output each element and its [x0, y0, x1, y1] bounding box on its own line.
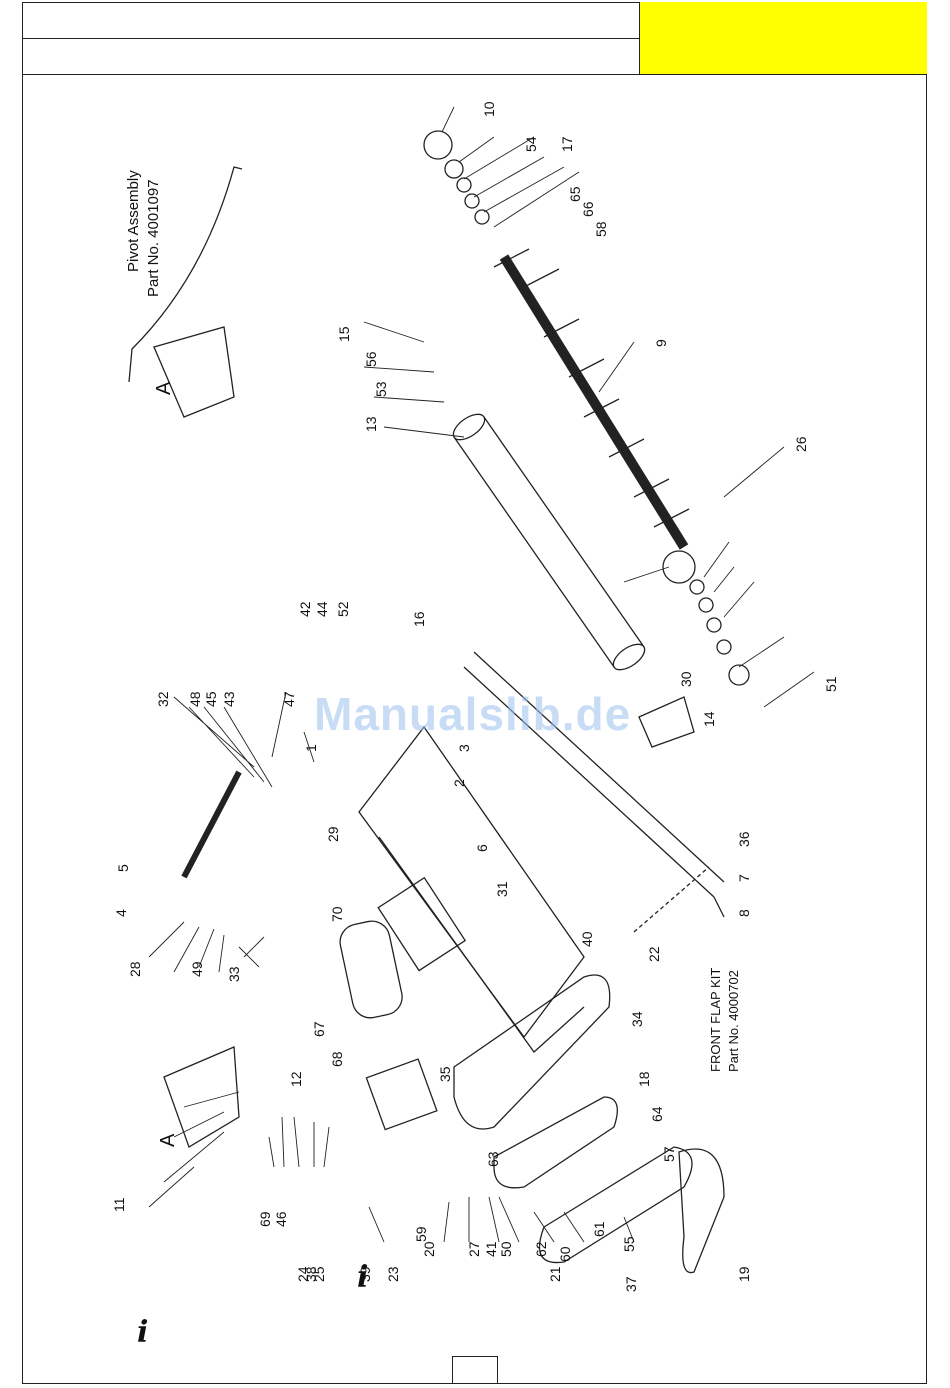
pivot-assembly-part-no: Part No. 4001097 — [145, 179, 162, 297]
callout-59: 59 — [413, 1226, 429, 1242]
callout-20: 20 — [421, 1241, 437, 1257]
callout-42: 42 — [297, 601, 313, 617]
front-flap-kit-part-no: Part No. 4000702 — [726, 970, 741, 1072]
callout-31: 31 — [494, 881, 510, 897]
pivot-assembly-label: Pivot Assembly — [125, 170, 142, 272]
callout-53: 53 — [373, 381, 389, 397]
callout-49: 49 — [189, 961, 205, 977]
callout-36: 36 — [736, 831, 752, 847]
callout-12: 12 — [288, 1071, 304, 1087]
callout-47: 47 — [281, 691, 297, 707]
bearing-plate — [639, 697, 694, 747]
drive-belt — [494, 1097, 617, 1188]
callout-38: 38 — [303, 1266, 319, 1282]
callout-6: 6 — [474, 844, 490, 852]
callout-32: 32 — [155, 691, 171, 707]
info-icon: i — [137, 1315, 148, 1350]
callout-62: 62 — [533, 1241, 549, 1257]
callout-70: 70 — [329, 906, 345, 922]
callout-69: 69 — [257, 1211, 273, 1227]
callout-33: 33 — [226, 966, 242, 982]
header-title-cell-1 — [22, 2, 640, 39]
callout-50: 50 — [498, 1241, 514, 1257]
view-marker-a: A — [157, 1133, 179, 1147]
callout-3: 3 — [456, 744, 472, 752]
pivot-bracket-lower — [164, 1047, 239, 1147]
callout-26: 26 — [793, 436, 809, 452]
callout-29: 29 — [325, 826, 341, 842]
callout-28: 28 — [127, 961, 143, 977]
callout-14: 14 — [701, 711, 717, 727]
callout-21: 21 — [547, 1266, 563, 1282]
callout-61: 61 — [591, 1221, 607, 1237]
skid-plate — [679, 1149, 724, 1273]
callout-51: 51 — [823, 676, 839, 692]
callout-4: 4 — [113, 909, 129, 917]
callout-10: 10 — [481, 101, 497, 117]
page-number-box — [452, 1356, 498, 1384]
callout-22: 22 — [646, 946, 662, 962]
callout-41: 41 — [483, 1241, 499, 1257]
callout-19: 19 — [736, 1266, 752, 1282]
watermark-text: Manualslib.de — [314, 687, 631, 741]
callout-55: 55 — [621, 1236, 637, 1252]
callout-68: 68 — [329, 1051, 345, 1067]
callout-34: 34 — [629, 1011, 645, 1027]
callout-67: 67 — [311, 1021, 327, 1037]
callout-7: 7 — [736, 874, 752, 882]
callout-45: 45 — [203, 691, 219, 707]
belt-cover — [540, 1147, 693, 1263]
pivot-bracket-upper — [154, 327, 234, 417]
view-marker-a: A — [153, 381, 175, 395]
callout-16: 16 — [411, 611, 427, 627]
header-accent-box — [640, 2, 927, 75]
callout-13: 13 — [363, 416, 379, 432]
info-icon: i — [357, 1260, 368, 1295]
callout-35: 35 — [437, 1066, 453, 1082]
callout-1: 1 — [303, 744, 319, 752]
callout-56: 56 — [363, 351, 379, 367]
callout-5: 5 — [115, 864, 131, 872]
hydraulic-ram — [184, 772, 239, 877]
callout-18: 18 — [636, 1071, 652, 1087]
main-housing — [359, 727, 584, 1037]
callout-27: 27 — [466, 1241, 482, 1257]
callout-17: 17 — [559, 136, 575, 152]
callout-8: 8 — [736, 909, 752, 917]
callout-46: 46 — [273, 1211, 289, 1227]
callout-48: 48 — [187, 691, 203, 707]
front-flap-kit-label: FRONT FLAP KIT — [708, 968, 723, 1072]
callout-65: 65 — [567, 186, 583, 202]
callout-54: 54 — [523, 136, 539, 152]
gearbox — [366, 1059, 436, 1129]
callout-15: 15 — [336, 326, 352, 342]
callout-43: 43 — [221, 691, 237, 707]
roller-tube — [454, 417, 644, 667]
callout-9: 9 — [653, 339, 669, 347]
callout-66: 66 — [580, 201, 596, 217]
callout-40: 40 — [579, 931, 595, 947]
callout-57: 57 — [661, 1146, 677, 1162]
callout-44: 44 — [314, 601, 330, 617]
header-title-cell-2 — [22, 39, 640, 75]
callout-52: 52 — [335, 601, 351, 617]
callout-37: 37 — [623, 1276, 639, 1292]
callout-64: 64 — [649, 1106, 665, 1122]
callout-60: 60 — [557, 1246, 573, 1262]
callout-11: 11 — [111, 1197, 127, 1212]
callout-2: 2 — [451, 779, 467, 787]
callout-58: 58 — [593, 221, 609, 237]
callout-23: 23 — [385, 1266, 401, 1282]
front-flap-kit-line — [634, 867, 709, 932]
callout-30: 30 — [678, 671, 694, 687]
rotor-shaft — [504, 257, 684, 547]
callout-63: 63 — [485, 1151, 501, 1167]
housing-window — [378, 878, 465, 971]
